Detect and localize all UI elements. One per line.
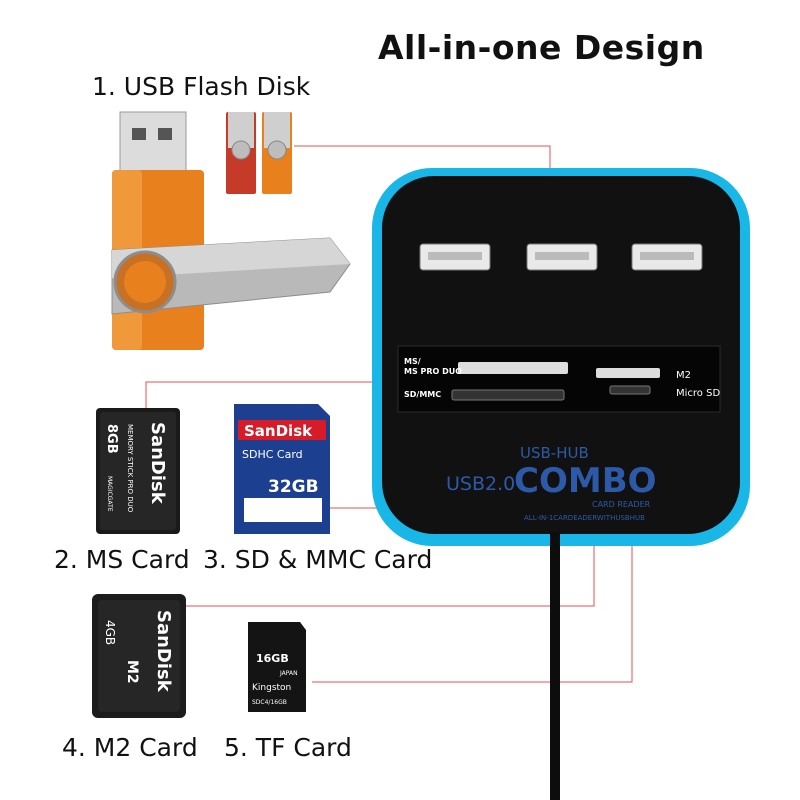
hub-card-reader-label: CARD READER — [592, 500, 651, 509]
ms-card-brand: SanDisk — [147, 422, 168, 505]
page-title: All-in-one Design — [378, 28, 705, 67]
tf-card — [248, 622, 306, 712]
tf-card-model: SDC4/16GB — [252, 699, 287, 706]
hub-all-in-one-label: ALL-IN-1CARDEADERWITHUSBHUB — [524, 514, 645, 522]
hub-slot-micro-label: Micro SD — [676, 388, 720, 399]
ms-card-magicgate: MAGICGATE — [106, 476, 113, 512]
usb-hub-body — [372, 168, 750, 800]
ms-card-label: 2. MS Card — [54, 545, 190, 574]
hub-slot-sd-label: SD/MMC — [404, 390, 441, 399]
m2-card-capacity: 4GB — [103, 620, 117, 645]
sd-card-label: 3. SD & MMC Card — [203, 545, 433, 574]
tf-card-japan: JAPAN — [279, 670, 298, 677]
sd-card — [234, 404, 330, 534]
ms-card-capacity: 8GB — [104, 424, 119, 454]
m2-card-type: M2 — [124, 660, 140, 684]
m2-card-brand: SanDisk — [153, 610, 174, 693]
ms-card — [96, 408, 180, 534]
hub-usb-hub-label: USB-HUB — [520, 444, 589, 462]
usb-flash-disk-thumbnails — [226, 112, 292, 194]
ms-card-line: MEMORY STICK PRO DUO — [126, 424, 134, 513]
tf-card-brand: Kingston — [252, 683, 291, 693]
sd-card-brand: SanDisk — [244, 422, 313, 440]
hub-usb20-label: USB2.0 — [446, 473, 515, 495]
hub-slot-ms-label: MS/ — [404, 357, 421, 366]
hub-combo-label: COMBO — [514, 461, 657, 501]
hub-slot-ms-pro-label: MS PRO DUO — [404, 367, 462, 376]
m2-card-label: 4. M2 Card — [62, 733, 198, 762]
usb-flash-disk-large — [111, 111, 351, 350]
hub-slot-m2-label: M2 — [676, 370, 691, 381]
sd-card-capacity: 32GB — [268, 477, 319, 497]
tf-card-label: 5. TF Card — [224, 733, 352, 762]
tf-card-capacity: 16GB — [256, 652, 289, 665]
m2-card — [92, 594, 186, 718]
sd-card-type: SDHC Card — [242, 448, 303, 461]
usb-flash-disk-label: 1. USB Flash Disk — [92, 72, 311, 101]
